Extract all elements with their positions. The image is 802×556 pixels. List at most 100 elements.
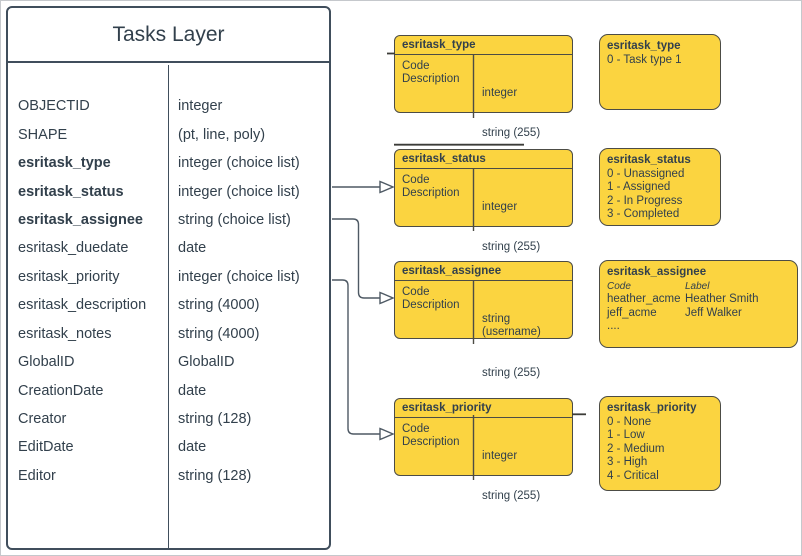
code-label: Code [402,173,430,186]
description-label: Description [402,436,460,448]
domain-table-title: esritask_type [395,36,572,55]
code-label: Code [402,59,430,72]
field-name: esritask_description [18,297,147,314]
field-row-objectid: OBJECTID integer [8,92,329,120]
field-type: integer (choice list) [178,155,300,172]
code-label: Code [402,422,430,435]
connector-priority [332,279,395,441]
assignee-code: heather_acme [607,293,681,305]
assignee-label: Jeff Walker [685,306,742,319]
field-name: SHAPE [18,126,68,143]
note-esritask-status: esritask_status 0 - Unassigned 1 - Assig… [599,148,721,226]
connector-status [332,180,395,194]
note-line: 2 - Medium [607,442,665,455]
note-line: 4 - Critical [607,469,659,482]
description-type: string (255) [482,127,541,139]
column-divider-line [168,65,169,548]
field-name: esritask_notes [18,325,112,342]
field-type: date [178,382,207,399]
field-name: esritask_priority [18,268,120,285]
tasks-layer-title: Tasks Layer [8,8,329,63]
assignee-ellipsis: .... [607,320,620,332]
field-name: CreationDate [18,382,104,399]
field-row-esritask-duedate: esritask_duedate date [8,234,329,262]
note-line: 0 - Task type 1 [607,53,682,66]
field-row-esritask-status: esritask_status integer (choice list) [8,177,329,205]
field-row-esritask-notes: esritask_notes string (4000) [8,320,329,348]
note-line: 0 - Unassigned [607,167,685,180]
domain-table-esritask-assignee: esritask_assignee Code Description strin… [394,261,573,379]
field-row-esritask-type: esritask_type integer (choice list) [8,149,329,177]
field-row-editdate: EditDate date [8,433,329,461]
field-name: Editor [18,467,56,484]
field-type: string (choice list) [178,211,291,228]
assignee-code: jeff_acme [607,306,657,319]
field-row-esritask-assignee: esritask_assignee string (choice list) [8,206,329,234]
domain-table-body: Code Description integer string (255) [395,55,572,168]
note-line: 2 - In Progress [607,194,683,207]
field-type: GlobalID [178,354,235,371]
domain-table-title: esritask_assignee [395,262,572,281]
note-title: esritask_assignee [607,266,707,278]
field-row-esritask-priority: esritask_priority integer (choice list) [8,263,329,291]
note-line: 0 - None [607,415,652,428]
field-row-editor: Editor string (128) [8,462,329,490]
field-row-globalid: GlobalID GlobalID [8,348,329,376]
note-esritask-assignee: esritask_assignee Code Label heather_acm… [599,260,798,348]
field-name: OBJECTID [18,98,90,115]
field-name: esritask_status [18,183,124,200]
description-label: Description [402,73,460,85]
assignee-code-label-grid: Code Label heather_acme Heather Smith je… [607,280,790,321]
field-type: integer (choice list) [178,268,300,285]
open-arrowhead [379,291,395,305]
note-title: esritask_type [607,40,681,52]
connector-assignee [332,218,395,305]
tasks-layer-table: Tasks Layer OBJECTID integer SHAPE (pt, … [6,6,331,550]
domain-table-title: esritask_priority [395,399,572,418]
field-name: esritask_assignee [18,211,143,228]
open-arrowhead [379,427,395,441]
domain-table-body: Code Description integer string (255) [395,169,572,282]
field-type: date [178,439,207,456]
note-esritask-priority: esritask_priority 0 - None 1 - Low 2 - M… [599,396,721,491]
code-type: string (username) [482,312,541,339]
note-title: esritask_status [607,154,691,166]
note-line: 3 - Completed [607,208,680,220]
field-type: date [178,240,207,257]
note-line: 1 - Low [607,429,645,441]
field-type: (pt, line, poly) [178,126,266,143]
description-type: string (255) [482,241,541,253]
description-label: Description [402,299,460,311]
field-row-shape: SHAPE (pt, line, poly) [8,120,329,148]
note-esritask-type: esritask_type 0 - Task type 1 [599,34,721,110]
domain-table-esritask-status: esritask_status Code Description integer… [394,149,573,253]
code-type: integer [482,449,518,462]
note-line: 3 - High [607,456,648,468]
field-name: GlobalID [18,354,75,371]
domain-table-esritask-priority: esritask_priority Code Description integ… [394,398,573,502]
note-line: 1 - Assigned [607,181,671,193]
assignee-label: Heather Smith [685,293,759,305]
description-label: Description [402,187,460,199]
field-row-creationdate: CreationDate date [8,376,329,404]
field-name: EditDate [18,439,74,456]
label-column-header: Label [685,280,710,292]
note-title: esritask_priority [607,402,697,414]
code-label: Code [402,285,430,298]
field-type: string (4000) [178,297,260,314]
domain-table-title: esritask_status [395,150,572,169]
field-name: esritask_duedate [18,240,129,257]
domain-table-body: Code Description integer string (255) [395,418,572,531]
field-type: string (4000) [178,325,260,342]
code-column-header: Code [607,280,631,292]
field-name: Creator [18,411,67,428]
field-row-creator: Creator string (128) [8,405,329,433]
field-type: integer [178,98,223,115]
description-type: string (255) [482,490,541,502]
field-type: integer (choice list) [178,183,300,200]
open-arrowhead [379,180,395,194]
field-row-esritask-description: esritask_description string (4000) [8,291,329,319]
domain-table-body: Code Description string (username) strin… [395,281,572,408]
field-name: esritask_type [18,155,111,172]
